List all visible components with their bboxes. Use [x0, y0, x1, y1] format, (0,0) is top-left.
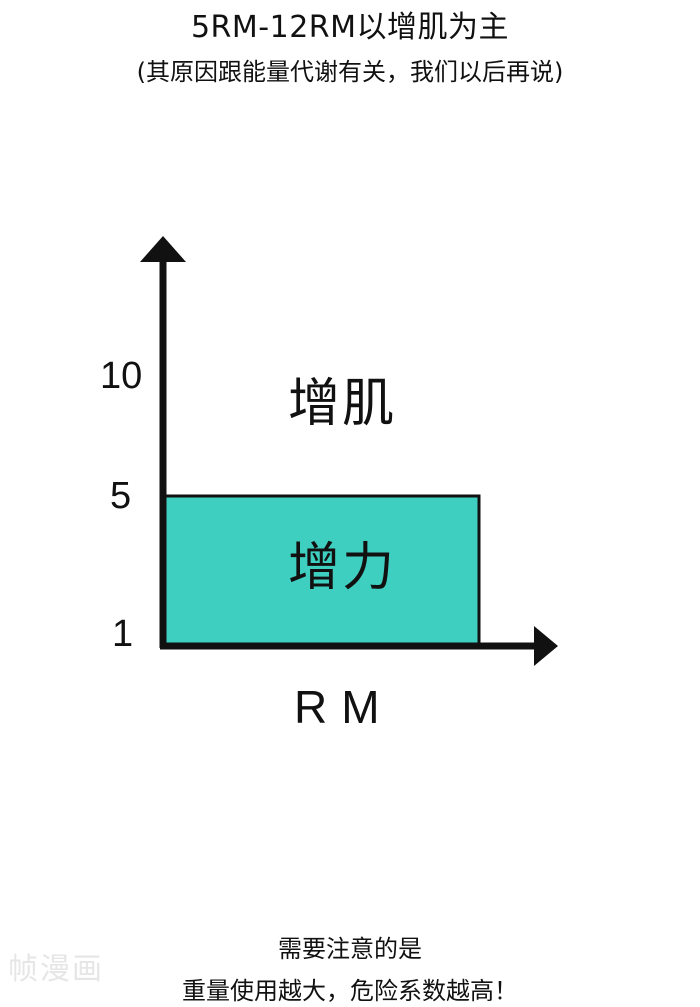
note-line-2: 重量使用越大，危险系数越高！	[182, 977, 518, 1005]
x-axis-arrow-icon	[534, 626, 558, 666]
note-line-1: 需要注意的是	[278, 935, 422, 963]
x-axis-label: RM	[294, 681, 394, 733]
watermark-logo: 帧漫画	[8, 952, 104, 987]
page-subtitle: (其原因跟能量代谢有关，我们以后再说)	[136, 58, 564, 86]
y-tick-5: 5	[110, 475, 132, 517]
y-tick-1: 1	[112, 613, 134, 655]
y-tick-10: 10	[100, 355, 143, 397]
y-axis-arrow-icon	[140, 236, 186, 262]
hypertrophy-zone-label: 增肌	[288, 374, 397, 434]
strength-zone-label: 增力	[288, 538, 397, 598]
page-title: 5RM-12RM以增肌为主	[190, 10, 510, 45]
